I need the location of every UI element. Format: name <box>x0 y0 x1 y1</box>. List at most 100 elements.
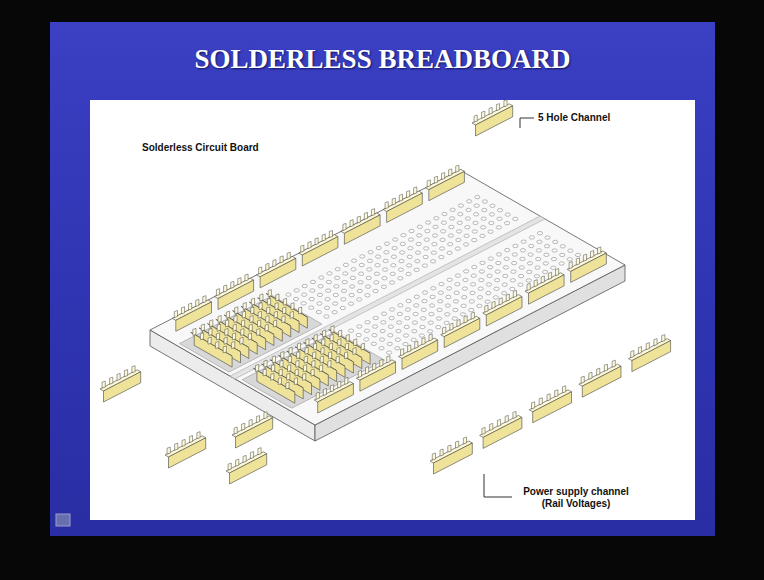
clip-body <box>429 171 465 200</box>
breadboard-hole <box>350 276 355 279</box>
breadboard-hole <box>428 321 433 324</box>
breadboard-hole <box>489 221 494 224</box>
breadboard-hole <box>429 304 434 307</box>
clip-tooth <box>440 449 443 456</box>
clip-tooth <box>283 307 286 314</box>
clip-tooth <box>174 311 177 318</box>
clip-tooth <box>576 258 579 265</box>
clip-tooth <box>189 303 192 310</box>
clip-tooth <box>243 303 246 310</box>
breadboard-hole <box>502 283 507 286</box>
breadboard-hole <box>470 291 475 294</box>
clip-tooth <box>312 360 315 367</box>
breadboard-hole <box>453 308 458 311</box>
breadboard-hole <box>454 291 459 294</box>
clip-tooth <box>532 402 535 409</box>
clip-tooth <box>612 360 615 367</box>
clip-tooth <box>345 343 348 350</box>
breadboard-hole <box>431 260 436 263</box>
breadboard-hole <box>408 247 413 250</box>
breadboard-hole <box>324 306 329 309</box>
clip-tooth <box>329 343 332 350</box>
clip-tooth <box>272 356 275 363</box>
breadboard-hole <box>417 234 422 237</box>
clip-body <box>533 392 572 423</box>
clip-tooth <box>313 343 316 350</box>
clip-tooth <box>299 307 302 314</box>
breadboard-hole <box>380 329 385 332</box>
breadboard-hole <box>429 312 434 315</box>
breadboard-hole <box>395 347 400 350</box>
clip-tooth <box>366 367 369 374</box>
clip-tooth <box>350 220 353 227</box>
breadboard-hole <box>383 259 388 262</box>
clip-tooth <box>464 316 467 323</box>
breadboard-hole <box>504 257 509 260</box>
clip-tooth <box>319 365 322 372</box>
clip-body <box>169 438 206 468</box>
breadboard-hole <box>543 262 548 265</box>
breadboard-hole <box>486 283 491 286</box>
breadboard-hole <box>535 266 540 269</box>
breadboard-hole <box>537 232 542 235</box>
breadboard-hole <box>350 285 355 288</box>
clip-tooth <box>306 339 309 346</box>
clip-tooth <box>646 343 649 350</box>
clip-tooth <box>264 412 267 419</box>
clip-tooth <box>234 316 237 323</box>
clip-tooth <box>279 369 282 376</box>
breadboard-hole <box>316 310 321 313</box>
clip-tooth <box>505 415 508 422</box>
clip-tooth <box>175 443 178 450</box>
breadboard-hole <box>479 278 484 281</box>
breadboard-hole <box>372 334 377 337</box>
breadboard-hole <box>520 249 525 252</box>
clip-tooth <box>631 351 634 358</box>
breadboard-hole <box>406 272 411 275</box>
clip-tooth <box>267 298 270 305</box>
clip-tooth <box>482 111 485 118</box>
clip-tooth <box>110 377 113 384</box>
clip-tooth <box>492 301 495 308</box>
breadboard-hole <box>333 293 338 296</box>
breadboard-hole <box>422 264 427 267</box>
breadboard-hole <box>493 296 498 299</box>
clip-tooth <box>490 423 493 430</box>
breadboard-hole <box>407 264 412 267</box>
breadboard-hole <box>414 304 419 307</box>
center-channel <box>230 216 545 379</box>
breadboard-hole <box>366 285 371 288</box>
clip-tooth <box>337 347 340 354</box>
clip-tooth <box>497 419 500 426</box>
clip-tooth <box>527 283 530 290</box>
breadboard-hole <box>310 280 315 283</box>
breadboard-hole <box>360 255 365 258</box>
breadboard-hole <box>349 329 354 332</box>
clip-tooth <box>591 251 594 258</box>
breadboard-hole <box>464 270 469 273</box>
clip-tooth <box>434 176 437 183</box>
breadboard-hole <box>472 230 477 233</box>
breadboard-hole <box>319 276 324 279</box>
breadboard-hole <box>490 204 495 207</box>
clip-body <box>387 193 423 222</box>
clip-tooth <box>288 356 291 363</box>
clip-tooth <box>401 349 404 356</box>
breadboard-hole <box>428 330 433 333</box>
breadboard-hole <box>537 240 542 243</box>
breadboard-hole <box>348 302 353 305</box>
breadboard-hole <box>488 230 493 233</box>
clip-tooth <box>258 448 261 455</box>
clip-tooth <box>203 296 206 303</box>
breadboard-hole <box>421 317 426 320</box>
breadboard-hole <box>513 244 518 247</box>
breadboard-hole <box>463 278 468 281</box>
clip-tooth <box>240 337 243 344</box>
clip-tooth <box>231 281 234 288</box>
breadboard-hole <box>472 238 477 241</box>
breadboard-hole <box>317 293 322 296</box>
clip-tooth <box>305 347 308 354</box>
breadboard-hole <box>471 274 476 277</box>
breadboard-hole <box>400 251 405 254</box>
